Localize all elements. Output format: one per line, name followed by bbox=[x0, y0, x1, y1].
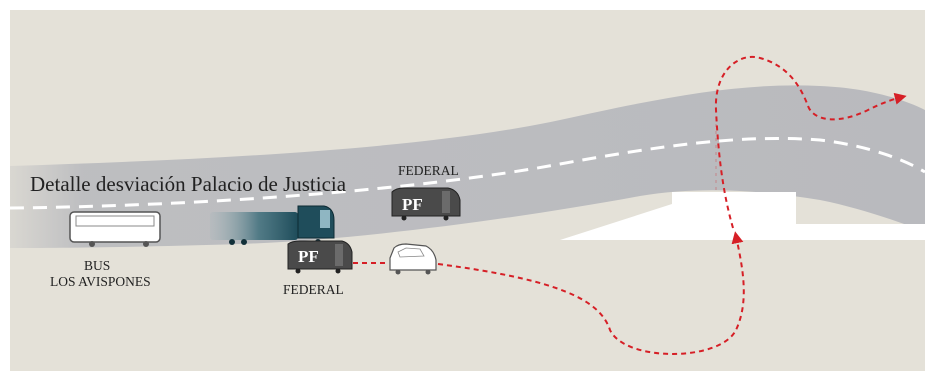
road bbox=[10, 85, 925, 248]
bus-label-line2: LOS AVISPONES bbox=[50, 274, 151, 289]
federal-car-bottom bbox=[287, 240, 353, 274]
bus-label-line1: BUS bbox=[84, 258, 110, 273]
federal-car-top bbox=[391, 187, 461, 221]
federal-label-bottom: FEDERAL bbox=[283, 282, 344, 297]
building-gap-left bbox=[560, 204, 672, 240]
diagram-title: Detalle desviación Palacio de Justicia bbox=[30, 172, 347, 196]
white-car bbox=[389, 243, 437, 275]
federal-label-top: FEDERAL bbox=[398, 163, 459, 178]
pf-badge-top: PF bbox=[402, 195, 423, 214]
road-center-line bbox=[9, 136, 925, 210]
pf-badge-bottom: PF bbox=[298, 247, 319, 266]
building-gap-right bbox=[796, 224, 925, 240]
route-detour-upper bbox=[714, 55, 907, 229]
bus bbox=[69, 211, 161, 247]
building-gap bbox=[672, 192, 796, 240]
